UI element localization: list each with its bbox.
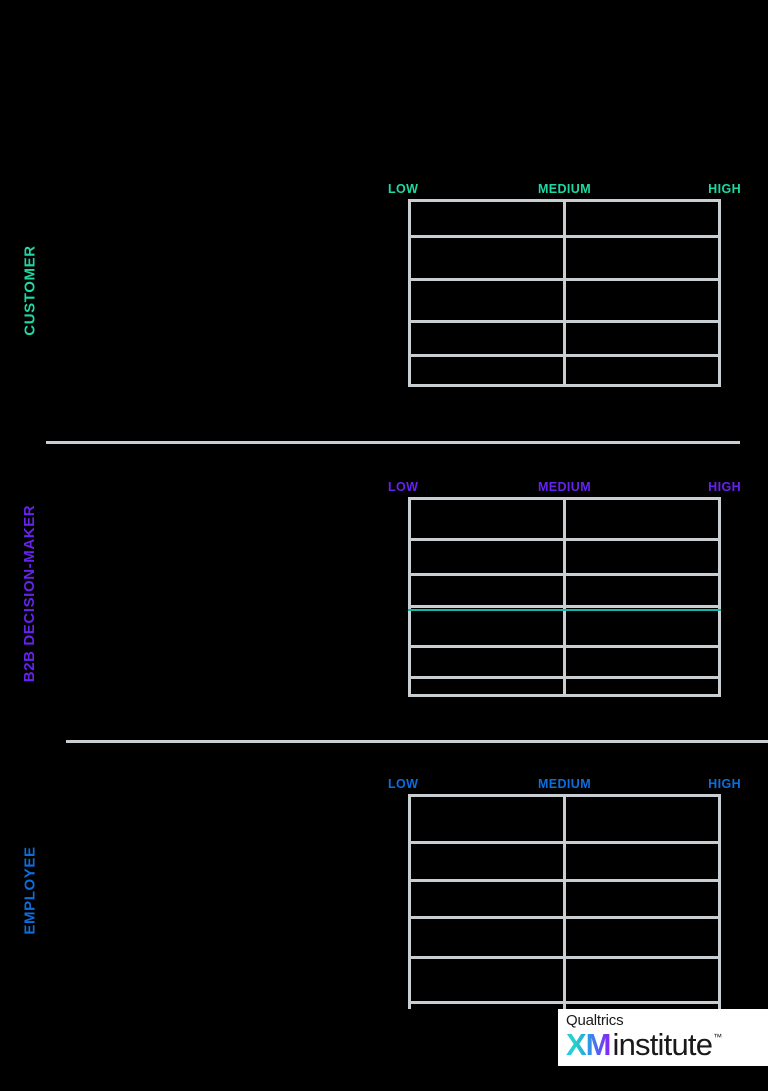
grid-row-line [408, 916, 721, 919]
axis-line-high [718, 794, 721, 1009]
scale-tick-low: LOW [388, 182, 419, 196]
scale-header-customer: LOW MEDIUM HIGH [388, 182, 741, 200]
axis-line-low [408, 794, 411, 1009]
axis-line-medium [563, 199, 566, 387]
axis-line-medium [563, 794, 566, 1009]
qualtrics-xm-institute-logo: Qualtrics XM institute ™ [558, 1009, 768, 1066]
grid-row-line [408, 879, 721, 882]
plot-grid-b2b [408, 497, 721, 697]
grid-row-line [408, 320, 721, 323]
axis-line-high [718, 497, 721, 697]
axis-line-high [718, 199, 721, 387]
section-employee: EMPLOYEE LOW MEDIUM HIGH [0, 765, 768, 1013]
logo-xm-text: XM [566, 1027, 611, 1062]
logo-institute-text: institute [612, 1027, 713, 1062]
grid-row-line [408, 645, 721, 648]
axis-line-medium [563, 497, 566, 697]
grid-row-line [408, 676, 721, 679]
grid-row-line [408, 794, 721, 797]
grid-row-line [408, 384, 721, 387]
section-label-employee: EMPLOYEE [0, 810, 60, 970]
grid-row-line [408, 694, 721, 697]
grid-row-line [408, 278, 721, 281]
grid-row-line-accent [408, 609, 721, 611]
logo-qualtrics-text: Qualtrics [566, 1012, 624, 1029]
scale-tick-medium: MEDIUM [537, 480, 592, 494]
grid-row-line [408, 573, 721, 576]
scale-tick-medium: MEDIUM [537, 182, 592, 196]
plot-grid-customer [408, 199, 721, 387]
section-b2b: B2B DECISION-MAKER LOW MEDIUM HIGH [0, 468, 768, 726]
scale-header-employee: LOW MEDIUM HIGH [388, 777, 741, 795]
scale-tick-medium: MEDIUM [537, 777, 592, 791]
section-label-customer: CUSTOMER [0, 190, 60, 390]
grid-row-line [408, 1001, 721, 1004]
section-divider [66, 740, 768, 743]
section-label-b2b: B2B DECISION-MAKER [0, 468, 60, 718]
grid-row-line [408, 538, 721, 541]
section-label-b2b-text: B2B DECISION-MAKER [21, 504, 39, 682]
section-customer: CUSTOMER LOW MEDIUM HIGH [0, 170, 768, 428]
scale-header-b2b: LOW MEDIUM HIGH [388, 480, 741, 498]
grid-row-line [408, 354, 721, 357]
grid-row-line [408, 235, 721, 238]
logo-trademark-icon: ™ [713, 1032, 723, 1042]
section-divider [46, 441, 740, 444]
logo-wordmark: XM institute ™ [566, 1029, 762, 1060]
grid-row-line [408, 956, 721, 959]
grid-row-line [408, 841, 721, 844]
section-label-customer-text: CUSTOMER [21, 244, 39, 336]
section-label-employee-text: EMPLOYEE [21, 845, 39, 935]
scale-tick-low: LOW [388, 480, 419, 494]
plot-grid-employee [408, 794, 721, 1009]
axis-line-low [408, 497, 411, 697]
axis-line-low [408, 199, 411, 387]
scale-tick-high: HIGH [708, 777, 741, 791]
scale-tick-high: HIGH [708, 182, 741, 196]
scale-tick-low: LOW [388, 777, 419, 791]
grid-row-line [408, 199, 721, 202]
scale-tick-high: HIGH [708, 480, 741, 494]
grid-row-line [408, 605, 721, 608]
grid-row-line [408, 497, 721, 500]
